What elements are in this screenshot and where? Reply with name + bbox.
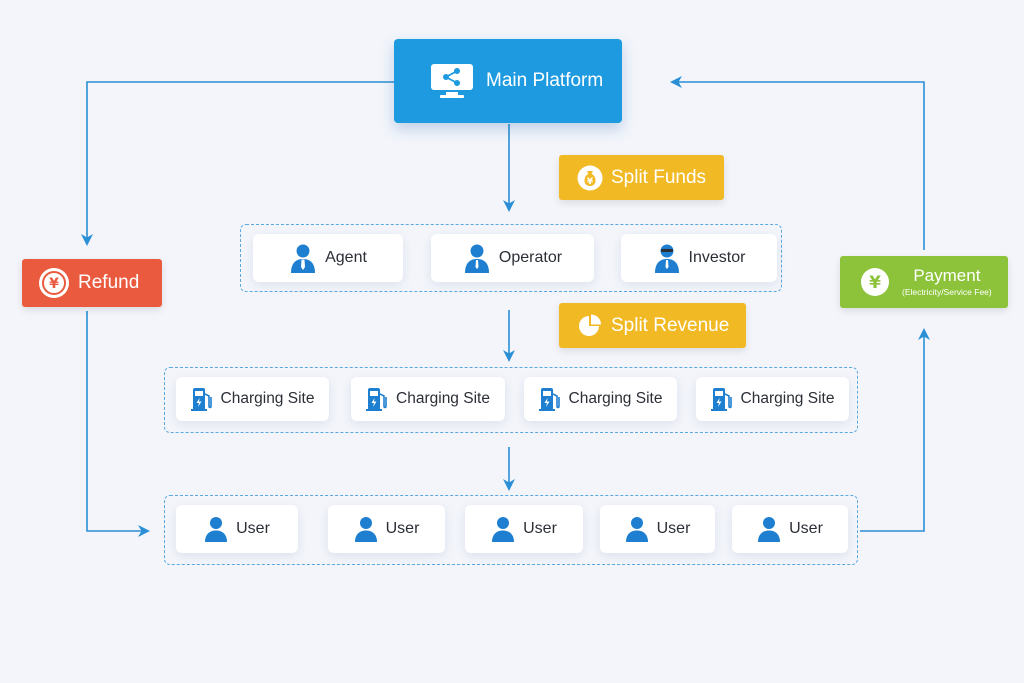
- charging-site-label: Charging Site: [740, 390, 835, 407]
- charging-site-card[interactable]: Charging Site: [524, 377, 677, 421]
- user-card[interactable]: User: [732, 505, 848, 553]
- pie-chart-icon: [577, 313, 603, 339]
- user-label: User: [789, 520, 823, 537]
- role-card-agent[interactable]: Agent: [253, 234, 403, 282]
- svg-text:¥: ¥: [49, 276, 59, 292]
- role-card-investor[interactable]: Investor: [621, 234, 777, 282]
- payment-sublabel: (Electricity/Service Fee): [902, 287, 992, 297]
- arrow-platform-to-refund: [81, 81, 394, 246]
- main-platform-label: Main Platform: [486, 70, 604, 91]
- user-card[interactable]: User: [465, 505, 583, 553]
- user-card[interactable]: User: [176, 505, 298, 553]
- user-label: User: [523, 520, 557, 537]
- operator-person-icon: [463, 243, 491, 273]
- user-icon: [757, 516, 781, 542]
- payment-label: Payment: [913, 266, 981, 285]
- yen-square-icon: ¥: [860, 267, 890, 297]
- charging-site-card[interactable]: Charging Site: [696, 377, 849, 421]
- role-card-operator[interactable]: Operator: [431, 234, 594, 282]
- roles-group: [240, 224, 782, 292]
- refund-label: Refund: [78, 272, 140, 293]
- split-revenue-label: Split Revenue: [611, 314, 730, 336]
- user-card[interactable]: User: [600, 505, 715, 553]
- split-funds-tag[interactable]: ¥ Split Funds: [559, 155, 724, 200]
- users-group: [164, 495, 858, 565]
- charging-station-icon: [538, 386, 561, 412]
- user-icon: [491, 516, 515, 542]
- money-bag-yen-icon: ¥: [577, 165, 603, 191]
- arrow-users-to-payment: [860, 328, 930, 532]
- user-label: User: [236, 520, 270, 537]
- share-monitor-icon: [430, 63, 474, 99]
- refund-tag[interactable]: ¥ Refund: [22, 259, 162, 307]
- investor-person-icon: [653, 243, 681, 273]
- charging-station-icon: [190, 386, 213, 412]
- agent-person-icon: [289, 243, 317, 273]
- user-label: User: [656, 520, 691, 537]
- yen-circle-icon: ¥: [38, 267, 70, 299]
- charging-site-card[interactable]: Charging Site: [351, 377, 505, 421]
- payment-tag[interactable]: ¥ Payment (Electricity/Service Fee): [840, 256, 1008, 308]
- split-funds-label: Split Funds: [611, 166, 707, 188]
- role-label-agent: Agent: [325, 249, 367, 266]
- charging-station-icon: [366, 386, 388, 412]
- user-icon: [204, 516, 228, 542]
- user-icon: [354, 516, 378, 542]
- charging-site-label: Charging Site: [220, 390, 315, 407]
- role-label-investor: Investor: [688, 249, 746, 266]
- svg-text:¥: ¥: [587, 177, 594, 187]
- charging-site-card[interactable]: Charging Site: [176, 377, 329, 421]
- main-platform-box[interactable]: Main Platform: [394, 39, 622, 123]
- role-label-operator: Operator: [498, 249, 563, 266]
- arrow-payment-to-platform: [670, 76, 925, 250]
- user-card[interactable]: User: [328, 505, 445, 553]
- split-revenue-tag[interactable]: Split Revenue: [559, 303, 746, 348]
- user-label: User: [385, 520, 420, 537]
- arrow-refund-to-users: [86, 311, 150, 537]
- svg-text:¥: ¥: [869, 273, 881, 293]
- charging-site-label: Charging Site: [568, 390, 663, 407]
- charging-sites-group: [164, 367, 858, 433]
- charging-station-icon: [710, 386, 733, 412]
- charging-site-label: Charging Site: [396, 390, 490, 407]
- user-icon: [625, 516, 649, 542]
